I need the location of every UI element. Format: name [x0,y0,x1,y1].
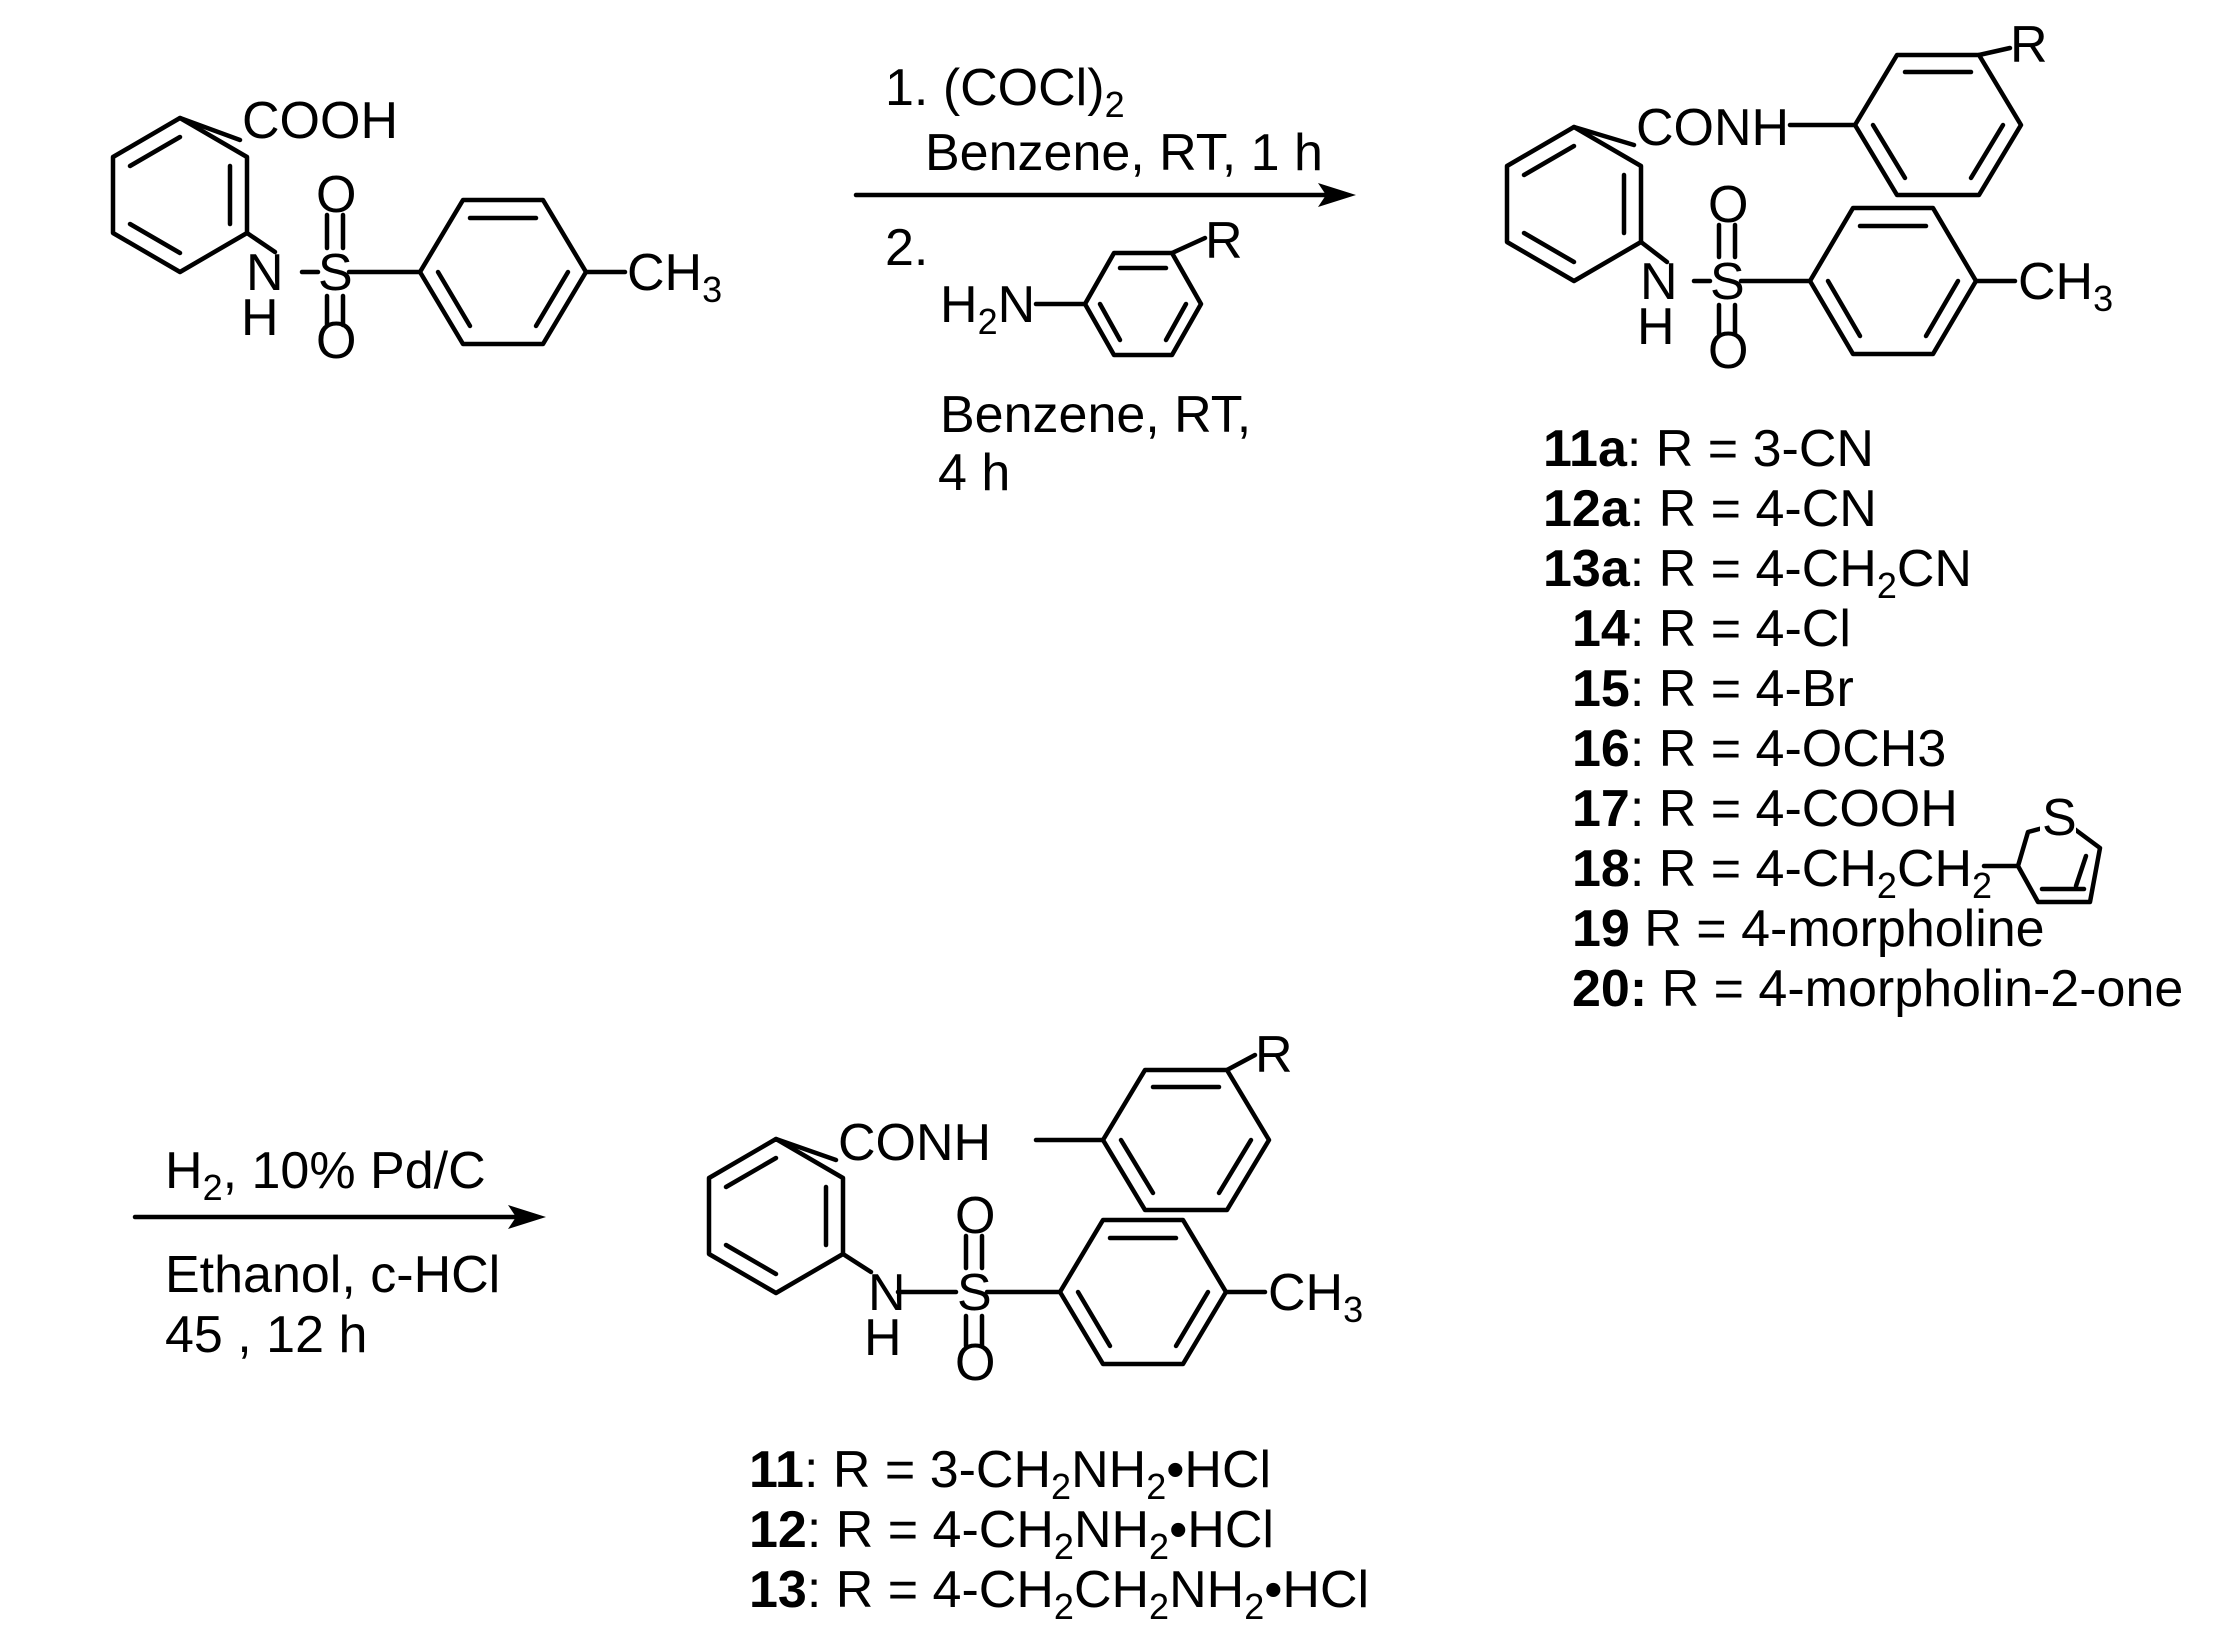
sulfur-label: S [957,1264,992,1322]
oxygen-bottom-label: O [1708,322,1748,380]
compound-item: 13a: R = 4-CH2CN [1543,540,1972,606]
oxygen-bottom-label: O [955,1334,995,1392]
step1-arrow-head [1318,183,1356,207]
tolyl-ring [1807,205,1979,357]
aniline-ring [1082,250,1204,358]
h-label: H [1637,298,1675,356]
step2-arrow-head [508,1205,546,1229]
nh-label: N [868,1264,906,1322]
step1-line2: Benzene, RT, 1 h [925,124,1323,182]
compound-item: 17: R = 4-COOH [1572,780,1958,838]
compound-item: 12: R = 4-CH2NH2•HCl [749,1501,1274,1567]
product-compound-list: 11: R = 3-CH2NH2•HCl 12: R = 4-CH2NH2•HC… [749,1441,1369,1627]
step2: H2, 10% Pd/C Ethanol, c-HCl 45 , 12 h [132,1142,546,1364]
intermediate-structure: CONH R N H S O O CH3 [1504,16,2113,380]
step1-line5: 4 h [938,444,1010,502]
compound-item: 18: R = 4-CH2CH2 [1572,840,1992,906]
benzene-ring [706,1136,846,1296]
step1-line1: 1. (COCl)2 [885,59,1125,125]
product-structure: CONH R N H S O O CH3 [706,1026,1363,1392]
amide-label: CONH [838,1114,991,1172]
sulfur-label: S [1710,253,1745,311]
anilide-r-label: R [1255,1026,1293,1084]
step2-line2: Ethanol, c-HCl [165,1246,500,1304]
oxygen-top-label: O [955,1187,995,1245]
compound-item: 16: R = 4-OCH3 [1572,720,1946,778]
aniline-amine-label: H2N [940,276,1035,342]
oxygen-bottom-label: O [316,312,356,370]
thiophene-ring: S [1981,789,2103,905]
starting-material: COOH N H S O O CH3 [110,92,722,370]
methyl-label: CH3 [627,244,722,310]
nh-label: N [246,244,284,302]
nh-label: N [1640,253,1678,311]
amide-label: CONH [1636,99,1789,157]
oxygen-top-label: O [316,166,356,224]
step1-line4: Benzene, RT, [940,386,1251,444]
methyl-label: CH3 [1268,1264,1363,1330]
methyl-label: CH3 [2018,253,2113,319]
compound-item: 20: R = 4-morpholin-2-one [1572,960,2183,1018]
compound-item: 19 R = 4-morpholine [1572,900,2045,958]
compound-item: 13: R = 4-CH2CH2NH2•HCl [749,1561,1369,1627]
compound-item: 11: R = 3-CH2NH2•HCl [749,1441,1271,1507]
compound-item: 14: R = 4-Cl [1572,600,1851,658]
step1-line3: 2. [885,219,928,277]
thiophene-s-label: S [2042,789,2077,847]
acid-label: COOH [242,92,398,150]
anilide-ring [1852,52,2024,198]
sulfur-label: S [318,244,353,302]
compound-item: 11a: R = 3-CN [1543,420,1874,478]
benzene-ring [1504,124,1644,284]
h-label: H [864,1309,902,1367]
compound-item: 15: R = 4-Br [1572,660,1854,718]
tolyl-ring [1057,1217,1229,1367]
compound-item: 12a: R = 4-CN [1543,480,1877,538]
step1: 1. (COCl)2 Benzene, RT, 1 h 2. H2N R Ben… [853,59,1356,502]
benzene-ring [110,115,250,275]
anilide-ring [1100,1067,1272,1213]
oxygen-top-label: O [1708,176,1748,234]
anilide-r-label: R [2010,16,2048,74]
tolyl-ring [417,197,589,347]
aniline-r-label: R [1205,212,1243,270]
h-label: H [241,289,279,347]
step2-line3: 45 , 12 h [165,1306,367,1364]
step2-line1: H2, 10% Pd/C [165,1142,486,1208]
intermediate-compound-list: 11a: R = 3-CN 12a: R = 4-CN 13a: R = 4-C… [1543,420,2183,1018]
